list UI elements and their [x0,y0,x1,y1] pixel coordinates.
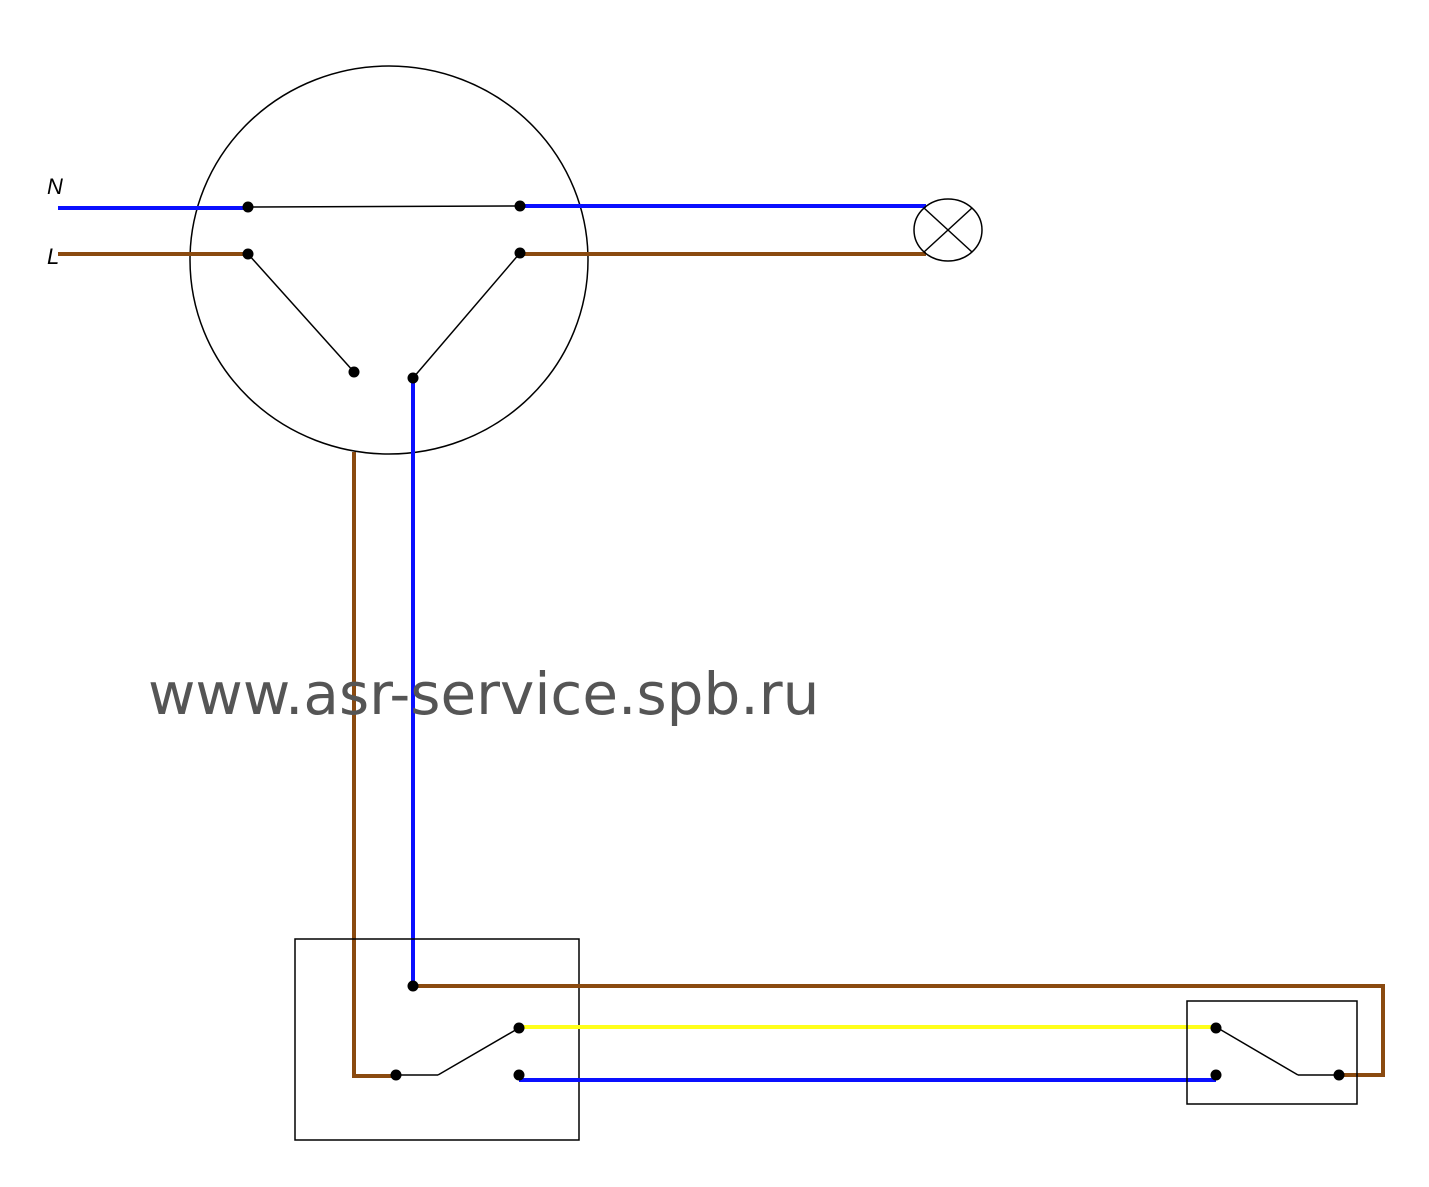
terminal-dot [1210,1022,1222,1034]
junction-link-switched [412,252,521,379]
terminal-dot [513,1069,525,1081]
lamp-cross-icon [913,198,983,262]
label-neutral: N [47,174,63,199]
wire-phase-return [413,984,1385,1077]
terminal-dot [514,200,526,212]
switch-1-box [294,938,580,1141]
terminal-dot [514,247,526,259]
label-line: L [47,244,59,269]
terminal-dot [390,1069,402,1081]
terminal-dot [513,1022,525,1034]
terminal-dot [242,201,254,213]
junction-link-neutral [247,205,521,208]
watermark: www.asr-service.spb.ru [148,660,819,728]
switch-1-lever [437,1027,520,1076]
terminal-dot [1333,1069,1345,1081]
junction-link-phase [247,253,355,373]
terminal-dot [348,366,360,378]
junction-box [189,65,589,455]
terminal-dot [242,248,254,260]
switch-2-box [1186,1000,1358,1105]
terminals [242,200,1345,1081]
terminal-dot [407,980,419,992]
wire-phase-drop [352,452,396,1078]
terminal-dot [1210,1069,1222,1081]
terminal-dot [407,372,419,384]
switch-2-lever [1215,1026,1299,1076]
